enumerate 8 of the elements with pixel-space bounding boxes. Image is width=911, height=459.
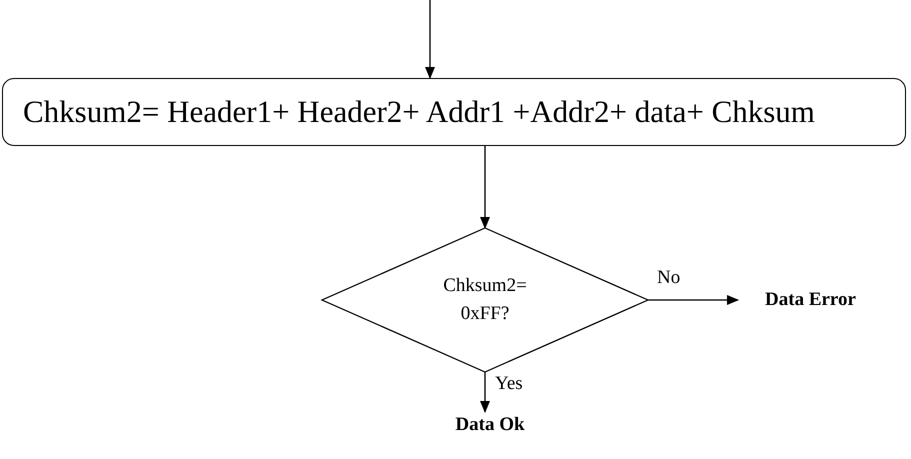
- arrow: [480, 146, 490, 229]
- process-box: Chksum2= Header1+ Header2+ Addr1 +Addr2+ data+ Chksum: [2, 78, 906, 146]
- decision-text: Chksum2= 0xFF?: [442, 274, 528, 326]
- outcome-label: Data Error: [738, 288, 883, 312]
- outcome-label: Data Ok: [440, 412, 540, 438]
- arrow: [648, 295, 739, 305]
- arrow: [480, 372, 490, 413]
- arrow: [425, 0, 435, 79]
